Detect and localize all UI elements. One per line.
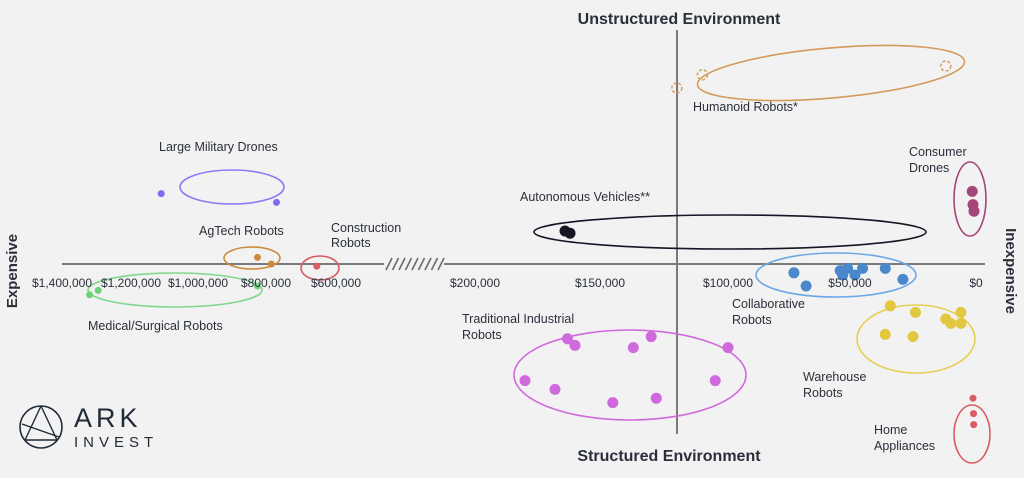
ellipse-home-appliances	[953, 404, 991, 464]
group-ellipses	[87, 44, 991, 464]
point-collaborative-robots	[842, 262, 854, 274]
label-collaborative-robots: Collaborative Robots	[732, 297, 808, 327]
bottom-axis-title: Structured Environment	[577, 448, 761, 465]
x-tick-label: $0	[969, 276, 983, 290]
point-large-military-drones	[157, 190, 165, 198]
point-traditional-industrial-robots	[627, 342, 639, 354]
ark-logo-icon	[19, 405, 63, 449]
point-traditional-industrial-robots	[650, 392, 662, 404]
point-autonomous-vehicles	[564, 227, 576, 239]
ellipse-consumer-drones	[953, 161, 987, 237]
point-agtech-robots	[254, 253, 261, 261]
label-humanoid-robots: Humanoid Robots*	[693, 100, 798, 114]
ellipse-warehouse-robots	[856, 304, 976, 374]
ellipse-collaborative-robots	[755, 252, 917, 298]
point-collaborative-robots	[879, 262, 891, 274]
group-labels: Large Military Drones AgTech Robots Cons…	[88, 100, 970, 453]
point-traditional-industrial-robots	[722, 342, 734, 354]
point-medical-surgical-robots	[86, 291, 94, 299]
point-collaborative-robots	[849, 269, 861, 281]
x-tick-label: $600,000	[311, 276, 361, 290]
label-large-military-drones: Large Military Drones	[159, 140, 278, 154]
x-tick-label: $1,400,000	[32, 276, 92, 290]
ellipse-large-military-drones	[179, 169, 285, 205]
point-traditional-industrial-robots	[549, 383, 561, 395]
axis-break-marks	[384, 257, 445, 271]
x-tick-label: $1,200,000	[101, 276, 161, 290]
point-collaborative-robots	[788, 267, 800, 279]
point-traditional-industrial-robots	[562, 333, 573, 345]
ellipse-medical-surgical-robots	[87, 272, 263, 308]
point-warehouse-robots	[907, 331, 919, 343]
x-tick-label: $1,000,000	[168, 276, 228, 290]
point-collaborative-robots	[857, 262, 869, 274]
point-home-appliances	[970, 421, 978, 429]
label-consumer-drones: Consumer Drones	[909, 145, 970, 175]
x-tick-label: $100,000	[703, 276, 753, 290]
x-tick-label: $200,000	[450, 276, 500, 290]
data-points	[86, 60, 980, 429]
x-tick-labels: $1,400,000 $1,200,000 $1,000,000 $800,00…	[32, 276, 983, 290]
point-traditional-industrial-robots	[645, 331, 657, 343]
point-home-appliances	[970, 410, 977, 418]
top-axis-title: Unstructured Environment	[578, 11, 781, 28]
point-humanoid-robots	[670, 82, 683, 94]
left-axis-title: Expensive	[4, 234, 21, 308]
point-medical-surgical-robots	[94, 286, 102, 294]
label-medical-surgical-robots: Medical/Surgical Robots	[88, 319, 223, 333]
point-home-appliances	[969, 394, 977, 402]
point-warehouse-robots	[945, 317, 957, 329]
label-traditional-industrial-robots: Traditional Industrial Robots	[462, 312, 578, 342]
point-traditional-industrial-robots	[607, 397, 619, 409]
label-warehouse-robots: Warehouse Robots	[803, 370, 870, 400]
label-construction-robots: Construction Robots	[331, 221, 405, 250]
point-consumer-drones	[968, 205, 980, 217]
ellipse-construction-robots	[300, 255, 340, 281]
right-axis-title: Inexpensive	[1002, 228, 1019, 314]
ellipse-autonomous-vehicles	[533, 214, 927, 250]
point-humanoid-robots	[696, 69, 709, 81]
point-traditional-industrial-robots	[519, 375, 531, 387]
point-collaborative-robots	[800, 280, 812, 292]
label-autonomous-vehicles: Autonomous Vehicles**	[520, 190, 650, 204]
ellipse-agtech-robots	[223, 246, 281, 270]
point-traditional-industrial-robots	[709, 375, 721, 387]
x-tick-label: $800,000	[241, 276, 291, 290]
point-warehouse-robots	[884, 300, 896, 312]
label-agtech-robots: AgTech Robots	[199, 224, 284, 238]
point-warehouse-robots	[879, 328, 891, 340]
x-tick-label: $50,000	[828, 276, 872, 290]
ellipse-humanoid-robots	[696, 44, 966, 102]
point-warehouse-robots	[955, 317, 967, 329]
ellipse-traditional-industrial-robots	[513, 329, 747, 421]
brand-sub: INVEST	[74, 433, 159, 451]
point-traditional-industrial-robots	[569, 339, 581, 351]
point-medical-surgical-robots	[254, 282, 261, 290]
point-warehouse-robots	[955, 306, 967, 318]
label-home-appliances: Home Appliances	[874, 423, 935, 453]
point-consumer-drones	[966, 185, 978, 197]
x-tick-label: $150,000	[575, 276, 625, 290]
point-large-military-drones	[273, 198, 280, 206]
point-agtech-robots	[267, 260, 275, 268]
brand-name: ARK	[74, 402, 142, 433]
point-humanoid-robots	[939, 60, 952, 72]
point-construction-robots	[313, 262, 321, 270]
point-warehouse-robots	[910, 306, 921, 318]
ark-invest-logo: ARK INVEST	[18, 404, 158, 450]
point-collaborative-robots	[897, 273, 909, 285]
